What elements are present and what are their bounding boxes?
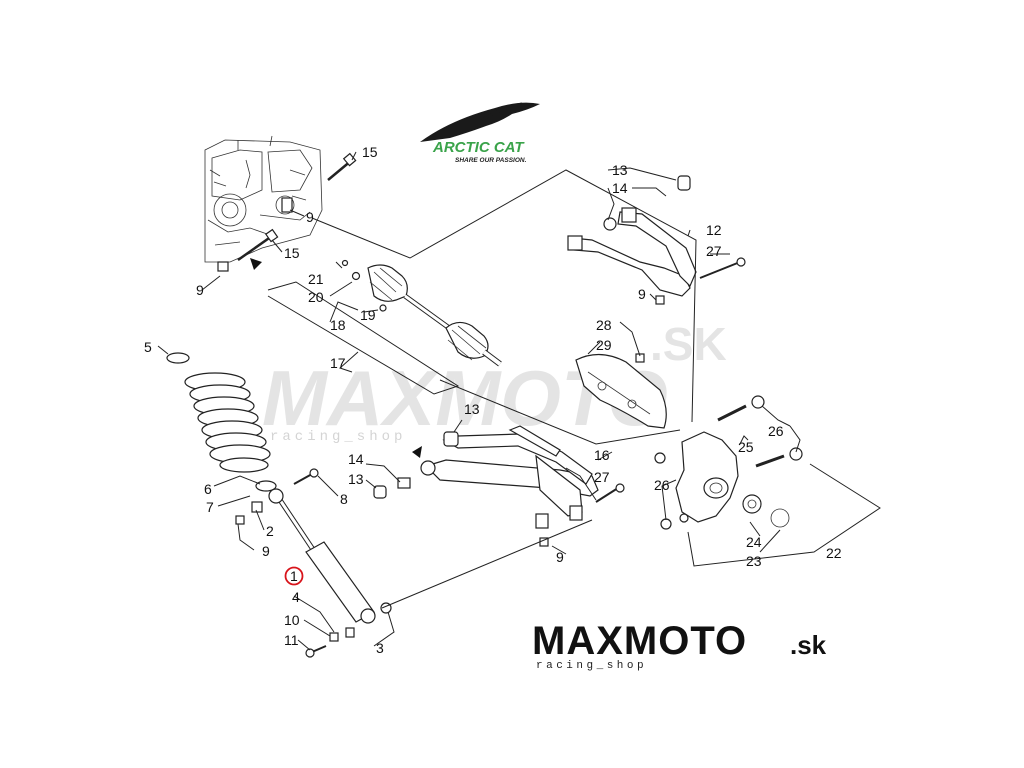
engine-mount-nut (281, 197, 293, 213)
spring-retainer-5 (166, 352, 190, 364)
arctic-cat-name: ARCTIC CAT (432, 139, 525, 156)
callout-13b: 13 (464, 401, 480, 417)
maxmoto-logo: MAXMOTO .sk racing_shop (532, 619, 827, 672)
callout-1: 1 (290, 568, 298, 584)
callout-17: 17 (330, 355, 346, 371)
callout-28: 28 (596, 317, 612, 333)
arrow-marker-center (412, 446, 422, 458)
arctic-cat-logo: ARCTIC CAT SHARE OUR PASSION. (420, 102, 540, 164)
bushing-14-lower (397, 477, 411, 489)
sleeve-4 (345, 627, 355, 638)
callout-25: 25 (738, 439, 754, 455)
callout-10: 10 (284, 612, 300, 628)
coil-spring (166, 352, 277, 492)
callout-6: 6 (204, 481, 212, 497)
nut-9-left (217, 261, 229, 272)
skid-plate (575, 353, 667, 429)
callout-26b: 26 (654, 477, 670, 493)
callout-2: 2 (266, 523, 274, 539)
callout-12: 12 (706, 222, 722, 238)
callout-9e: 9 (638, 286, 646, 302)
bushing-13-upper (677, 175, 691, 191)
nut-9-shock (235, 515, 245, 525)
part-1-highlight-ring (284, 566, 304, 586)
callout-8: 8 (340, 491, 348, 507)
bushing-2 (251, 501, 263, 513)
callout-18: 18 (330, 317, 346, 333)
callout-9b: 9 (196, 282, 204, 298)
callout-20: 20 (308, 289, 324, 305)
callout-labels: 15 9 15 9 21 20 19 18 17 5 6 7 8 2 9 1 4… (144, 144, 842, 656)
maxmoto-logo-sub: racing_shop (536, 660, 647, 672)
callout-13a: 13 (612, 162, 628, 178)
nut-28 (635, 353, 645, 363)
callout-14a: 14 (612, 180, 628, 196)
lower-a-arm (373, 425, 625, 547)
bolt-8 (309, 468, 319, 478)
shock-absorber (235, 468, 392, 658)
spring-collar-7 (255, 480, 277, 492)
upper-a-arm (567, 175, 746, 305)
bolt-15-top (327, 152, 357, 181)
callout-19: 19 (360, 307, 376, 323)
steering-knuckle (654, 395, 803, 530)
bolt-27-lower (615, 483, 625, 493)
arrow-marker-left (250, 258, 262, 270)
maxmoto-logo-suffix: .sk (790, 630, 827, 660)
callout-16: 16 (594, 447, 610, 463)
leader-lines (157, 151, 881, 651)
callout-15a: 15 (362, 144, 378, 160)
callout-13c: 13 (348, 471, 364, 487)
callout-27b: 27 (594, 469, 610, 485)
bushing-14-upper (603, 217, 617, 231)
bushing-13-lower (443, 431, 459, 447)
callout-29: 29 (596, 337, 612, 353)
bushing-26-right (789, 447, 803, 461)
bushing-13-lower-b (373, 485, 387, 499)
maxmoto-logo-name: MAXMOTO (532, 619, 747, 663)
callout-3: 3 (376, 640, 384, 656)
arctic-cat-tagline: SHARE OUR PASSION. (455, 157, 527, 164)
callout-9d: 9 (556, 549, 564, 565)
arctic-cat-logo-icon (420, 102, 540, 142)
ring-19 (379, 304, 387, 312)
bolt-11 (305, 648, 315, 658)
bolt-27-upper (736, 257, 746, 267)
washer-10 (329, 632, 339, 642)
callout-14b: 14 (348, 451, 364, 467)
callout-24: 24 (746, 534, 762, 550)
callout-4: 4 (292, 589, 300, 605)
bushing-26-top (751, 395, 765, 409)
callout-9c: 9 (262, 543, 270, 559)
ring-20 (351, 271, 361, 281)
circlip-21 (341, 259, 349, 267)
callout-26a: 26 (768, 423, 784, 439)
watermark-sub: racing_shop (270, 429, 406, 445)
callout-7: 7 (206, 499, 214, 515)
drive-axle (341, 259, 502, 367)
callout-22: 22 (826, 545, 842, 561)
callout-15b: 15 (284, 245, 300, 261)
bolt-15-lower (217, 228, 279, 272)
callout-27a: 27 (706, 243, 722, 259)
bearing-24 (742, 494, 762, 514)
callout-23: 23 (746, 553, 762, 569)
callout-11: 11 (284, 632, 299, 648)
nut-9-upper (655, 295, 665, 305)
snap-ring-23 (770, 508, 790, 528)
callout-9a: 9 (306, 209, 314, 225)
callout-21: 21 (308, 271, 324, 287)
callout-5: 5 (144, 339, 152, 355)
watermark-suffix: .SK (650, 318, 727, 370)
